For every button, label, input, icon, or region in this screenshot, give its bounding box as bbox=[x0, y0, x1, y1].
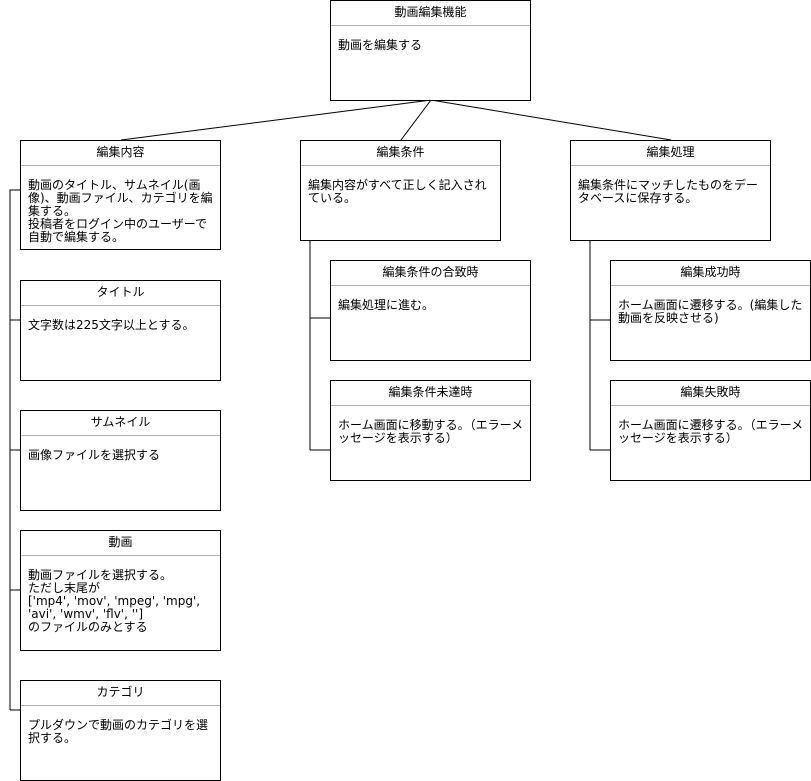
node-body: 動画を編集する bbox=[338, 38, 423, 52]
edge-root-content bbox=[120, 99, 432, 141]
node-title: 編集条件 bbox=[301, 141, 500, 166]
node-title: 編集成功時 bbox=[611, 261, 810, 286]
node-body: 動画ファイルを選択する。 ただし末尾が ['mp4', 'mov', 'mpeg… bbox=[28, 568, 201, 634]
node-body: 編集内容がすべて正しく記入されている。 bbox=[308, 178, 487, 205]
node-title: 編集処理 bbox=[571, 141, 770, 166]
node-edit-condition: 編集条件 編集内容がすべて正しく記入されている。 bbox=[300, 140, 501, 241]
node-title: タイトル bbox=[21, 281, 220, 306]
node-body: ホーム画面に遷移する。(編集した動画を反映させる) bbox=[618, 298, 803, 325]
edge-content-trunk bbox=[9, 189, 20, 710]
node-title: サムネイル bbox=[21, 411, 220, 436]
node-body: プルダウンで動画のカテゴリを選択する。 bbox=[28, 718, 209, 745]
node-body: 画像ファイルを選択する bbox=[28, 448, 161, 462]
node-body: ホーム画面に移動する。（エラーメッセージを表示する） bbox=[338, 418, 524, 445]
node-title: 動画編集機能 bbox=[331, 1, 530, 26]
node-condition-match: 編集条件の合致時 編集処理に進む。 bbox=[330, 260, 531, 361]
node-thumbnail: サムネイル 画像ファイルを選択する bbox=[20, 410, 221, 511]
node-title: 編集条件の合致時 bbox=[331, 261, 530, 286]
node-video: 動画 動画ファイルを選択する。 ただし末尾が ['mp4', 'mov', 'm… bbox=[20, 530, 221, 651]
node-video-edit-feature: 動画編集機能 動画を編集する bbox=[330, 0, 531, 101]
node-title: 編集内容 bbox=[21, 141, 220, 166]
node-process-fail: 編集失敗時 ホーム画面に遷移する。（エラーメッセージを表示する） bbox=[610, 380, 811, 481]
node-title: 動画 bbox=[21, 531, 220, 556]
node-edit-content: 編集内容 動画のタイトル、サムネイル(画像)、動画ファイル、カテゴリを編集する。… bbox=[20, 140, 221, 250]
node-condition-unmet: 編集条件未達時 ホーム画面に移動する。（エラーメッセージを表示する） bbox=[330, 380, 531, 481]
node-title-field: タイトル 文字数は225文字以上とする。 bbox=[20, 280, 221, 381]
node-title: カテゴリ bbox=[21, 681, 220, 706]
node-title: 編集条件未達時 bbox=[331, 381, 530, 406]
node-edit-process: 編集処理 編集条件にマッチしたものをデータベースに保存する。 bbox=[570, 140, 771, 241]
node-body: 編集処理に進む。 bbox=[338, 298, 435, 312]
node-body: 編集条件にマッチしたものをデータベースに保存する。 bbox=[578, 178, 759, 205]
node-category: カテゴリ プルダウンで動画のカテゴリを選択する。 bbox=[20, 680, 221, 781]
node-title: 編集失敗時 bbox=[611, 381, 810, 406]
node-body: ホーム画面に遷移する。（エラーメッセージを表示する） bbox=[618, 418, 804, 445]
node-body: 文字数は225文字以上とする。 bbox=[28, 318, 195, 332]
node-process-success: 編集成功時 ホーム画面に遷移する。(編集した動画を反映させる) bbox=[610, 260, 811, 361]
node-body: 動画のタイトル、サムネイル(画像)、動画ファイル、カテゴリを編集する。 投稿者を… bbox=[28, 178, 213, 244]
edge-root-condition bbox=[400, 99, 432, 141]
edge-root-process bbox=[430, 99, 672, 141]
